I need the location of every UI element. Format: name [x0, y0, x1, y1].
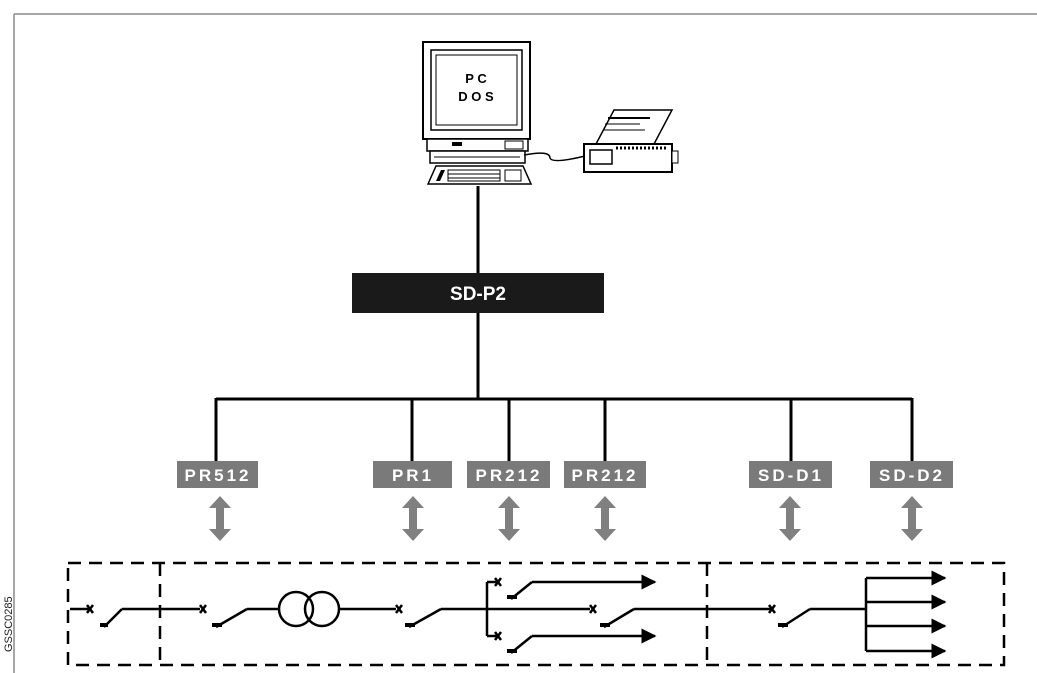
keyboard-icon: [426, 165, 533, 185]
relay-sd-d2: SD-D2: [870, 461, 953, 488]
relay-pr1: PR1: [373, 461, 452, 488]
switchgear-zones: [66, 561, 1006, 667]
relay-pr512: PR512: [177, 461, 258, 488]
circuit-breaker-icon: [86, 577, 811, 654]
transformer-icon: [277, 590, 341, 628]
relay-label: SD-D1: [758, 466, 824, 485]
frame-border: [13, 13, 1037, 673]
relay-sd-d1: SD-D1: [749, 461, 832, 488]
relay-label: PR212: [476, 466, 543, 485]
communication-bus: [214, 313, 914, 461]
controller-box: SD-P2: [352, 273, 604, 313]
printer-cable: [523, 152, 586, 162]
controller-label: SD-P2: [450, 284, 506, 305]
relay-pr212-b: PR212: [564, 461, 646, 488]
pc-label: P C: [465, 71, 487, 86]
printer-icon: [583, 109, 679, 173]
computer-monitor-icon: P C D O S: [422, 41, 531, 164]
relay-label: SD-D2: [879, 466, 945, 485]
dos-label: D O S: [458, 89, 494, 104]
relay-label: PR512: [185, 466, 252, 485]
bidirectional-arrow-icon: [209, 496, 923, 541]
relay-pr212-a: PR212: [467, 461, 550, 488]
relay-label: PR1: [392, 466, 434, 485]
single-line-diagram: [70, 570, 947, 659]
figure-code: GSSC0285: [3, 596, 15, 652]
relay-label: PR212: [572, 466, 639, 485]
